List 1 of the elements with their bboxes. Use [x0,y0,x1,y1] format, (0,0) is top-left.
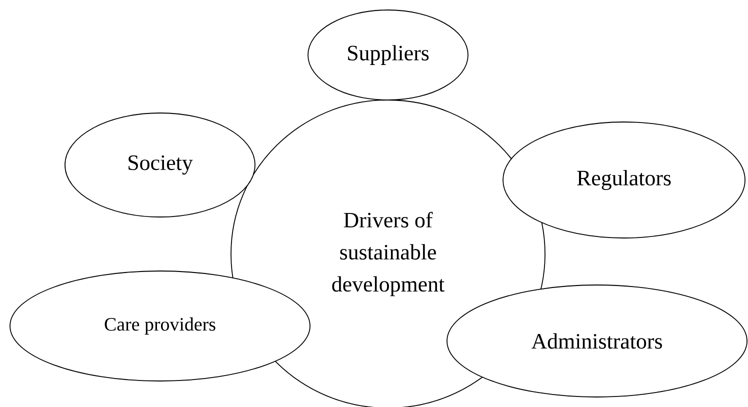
node-label: Regulators [577,170,671,190]
